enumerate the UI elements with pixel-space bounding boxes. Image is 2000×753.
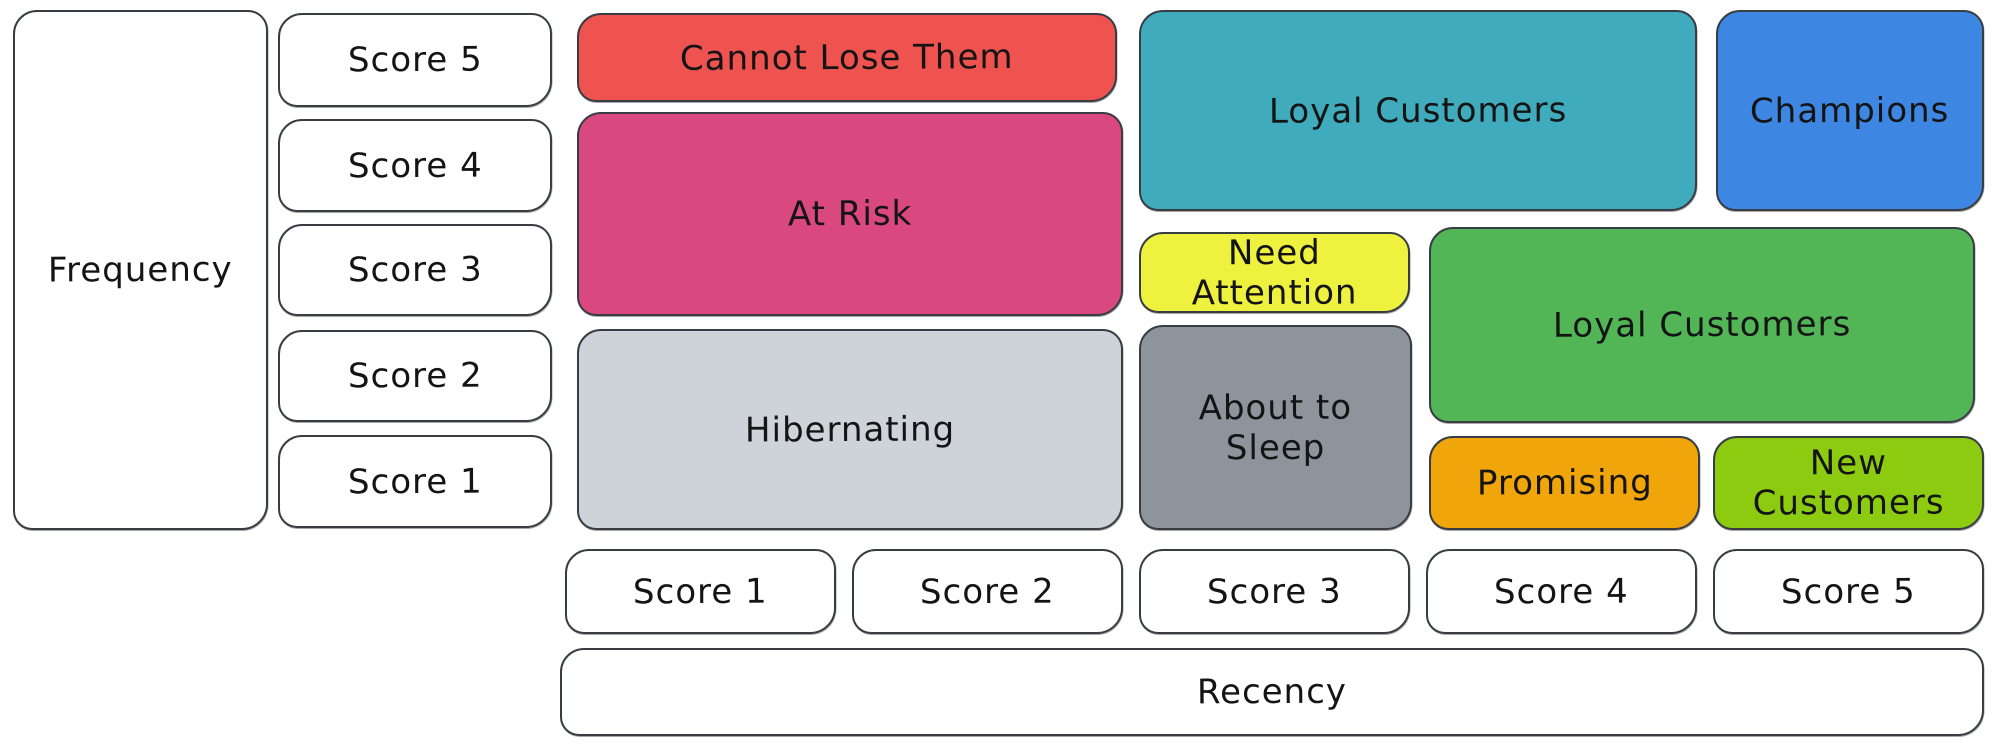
frequency-axis-label-box: Frequency	[13, 10, 268, 530]
frequency-score-1-label: Score 1	[347, 461, 483, 502]
frequency-axis-label: Frequency	[48, 249, 233, 291]
segment-about-to-sleep-label: About to Sleep	[1198, 387, 1353, 468]
segment-need-attention: Need Attention	[1139, 232, 1410, 313]
segment-need-attention-label: Need Attention	[1191, 232, 1358, 313]
recency-score-4-box: Score 4	[1426, 549, 1697, 634]
segment-promising-label: Promising	[1476, 462, 1653, 504]
frequency-score-3-box: Score 3	[278, 224, 552, 316]
recency-score-1-label: Score 1	[633, 571, 768, 612]
recency-score-3-label: Score 3	[1207, 571, 1342, 612]
segment-cannot-lose-them: Cannot Lose Them	[577, 13, 1117, 102]
segment-new-customers-label: New Customers	[1752, 442, 1945, 524]
segment-promising: Promising	[1429, 436, 1700, 530]
frequency-score-2-label: Score 2	[347, 355, 483, 397]
segment-hibernating-label: Hibernating	[744, 408, 956, 451]
frequency-score-3-label: Score 3	[347, 249, 483, 291]
frequency-score-5-box: Score 5	[278, 13, 552, 107]
segment-loyal-customers-green: Loyal Customers	[1429, 227, 1975, 423]
frequency-score-4-box: Score 4	[278, 119, 552, 212]
segment-champions-label: Champions	[1750, 89, 1950, 132]
frequency-score-1-box: Score 1	[278, 435, 552, 528]
frequency-score-5-label: Score 5	[347, 39, 483, 81]
frequency-score-2-box: Score 2	[278, 330, 552, 422]
recency-axis-label: Recency	[1196, 671, 1348, 713]
segment-at-risk-label: At Risk	[787, 193, 913, 235]
recency-score-3-box: Score 3	[1139, 549, 1410, 634]
recency-score-4-label: Score 4	[1494, 571, 1629, 612]
recency-score-5-box: Score 5	[1713, 549, 1984, 634]
segment-new-customers: New Customers	[1713, 436, 1984, 530]
segment-loyal-customers-teal: Loyal Customers	[1139, 10, 1697, 211]
segment-champions: Champions	[1716, 10, 1984, 211]
segment-about-to-sleep: About to Sleep	[1139, 325, 1412, 530]
recency-axis-label-box: Recency	[560, 648, 1984, 736]
segment-hibernating: Hibernating	[577, 329, 1123, 530]
frequency-score-4-label: Score 4	[347, 145, 483, 186]
recency-score-5-label: Score 5	[1781, 571, 1916, 612]
segment-loyal-customers-green-label: Loyal Customers	[1552, 304, 1852, 346]
segment-loyal-customers-teal-label: Loyal Customers	[1268, 89, 1568, 132]
segment-at-risk: At Risk	[577, 112, 1123, 316]
recency-score-2-label: Score 2	[920, 571, 1055, 612]
segment-cannot-lose-them-label: Cannot Lose Them	[680, 36, 1014, 79]
recency-score-2-box: Score 2	[852, 549, 1123, 634]
recency-score-1-box: Score 1	[565, 549, 836, 634]
